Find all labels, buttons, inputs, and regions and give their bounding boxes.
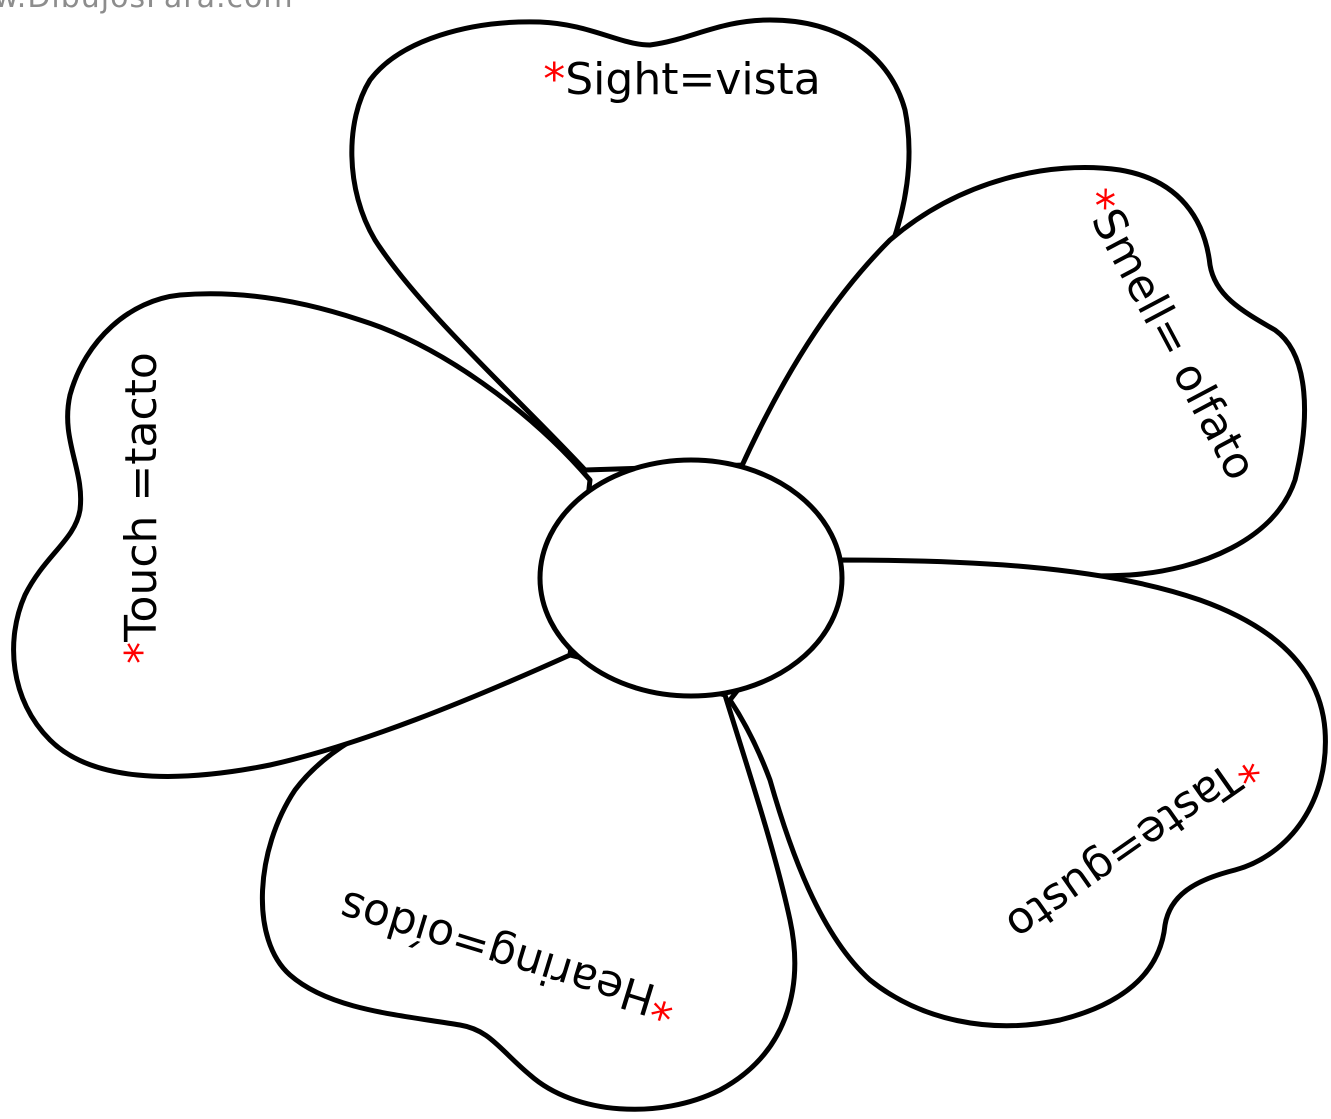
label-touch: *Touch =tacto xyxy=(120,352,164,664)
label-sight: *Sight=vista xyxy=(543,58,821,102)
asterisk-touch: * xyxy=(116,642,167,664)
flower-center xyxy=(540,460,842,696)
label-sight-text: Sight=vista xyxy=(565,54,821,105)
label-touch-text: Touch =tacto xyxy=(116,352,167,642)
watermark-text: w.DibujosPara.com xyxy=(0,0,294,15)
asterisk-sight: * xyxy=(543,54,565,105)
